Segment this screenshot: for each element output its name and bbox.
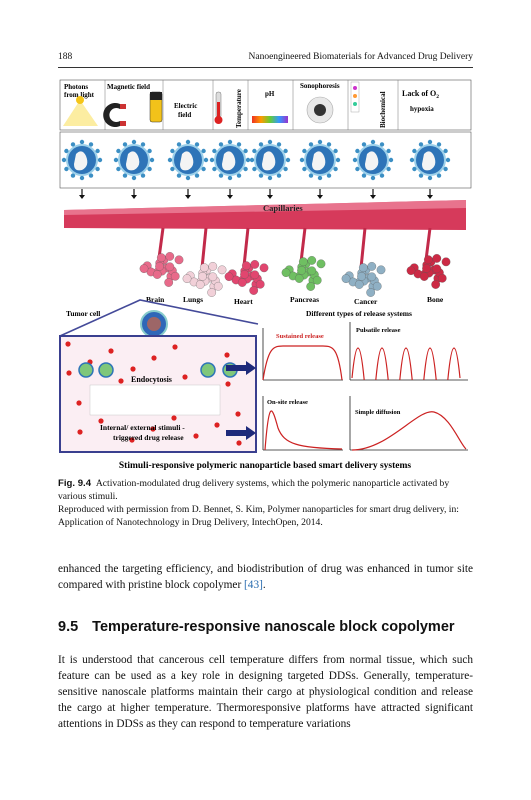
stimulus-electric-label-2: field xyxy=(178,111,191,119)
caption-main: Fig. 9.4 Activation-modulated drug deliv… xyxy=(58,477,473,503)
capillaries-label: Capillaries xyxy=(263,203,303,213)
tissue-cluster xyxy=(224,227,269,295)
stimulus-biochemical-label: Biochemical xyxy=(379,91,387,128)
drug-molecule xyxy=(151,355,157,361)
release-sustained-label: Sustained release xyxy=(276,333,324,340)
tissue-cluster xyxy=(406,227,451,289)
ph-scale-icon xyxy=(252,116,288,123)
nanoparticle-icon xyxy=(249,139,291,181)
arrow-icon xyxy=(226,361,256,375)
drug-molecule xyxy=(235,411,241,417)
stimuli-row: Photons from light Magnetic field Electr… xyxy=(63,80,439,130)
capillary: Capillaries xyxy=(64,200,466,230)
drug-molecule xyxy=(224,352,230,358)
nanoparticle-icon xyxy=(167,139,209,181)
nanoparticle-icon xyxy=(409,139,451,181)
running-title: Nanoengineered Biomaterials for Advanced… xyxy=(248,52,474,62)
release-title: Different types of release systems xyxy=(306,309,412,318)
page-number: 188 xyxy=(58,52,73,62)
magnet-icon xyxy=(103,103,120,127)
drug-molecule xyxy=(77,429,83,435)
tissue-cluster xyxy=(182,227,227,297)
stimulus-hypoxia-label: Lack of O2 xyxy=(402,89,439,100)
curve-onsite xyxy=(264,410,343,451)
paragraph-1: enhanced the targeting efficiency, and b… xyxy=(58,563,473,591)
drug-molecule xyxy=(65,341,71,347)
organ-label-pancreas: Pancreas xyxy=(290,295,319,304)
header-rule xyxy=(58,67,473,68)
organ-labels: Brain Lungs Heart Pancreas Cancer Bone xyxy=(146,295,444,306)
drug-molecule xyxy=(118,378,124,384)
caption-credit: Reproduced with permission from D. Benne… xyxy=(58,504,459,528)
nanoparticle-icon xyxy=(61,139,103,181)
curve-sustained xyxy=(262,345,343,381)
down-arrows xyxy=(79,189,433,199)
nanoparticle-row xyxy=(61,139,451,181)
figure-caption: Fig. 9.4 Activation-modulated drug deliv… xyxy=(58,477,473,529)
organ-label-brain: Brain xyxy=(146,295,165,304)
stimulus-ph-label: pH xyxy=(265,90,275,98)
internal-stimuli-label: Internal/ external stimuli - xyxy=(100,423,185,432)
release-onsite-label: On-site release xyxy=(267,399,308,406)
arrow-icon xyxy=(226,426,256,440)
figure-9-4: Photons from light Magnetic field Electr… xyxy=(59,79,472,471)
section-heading: 9.5 Temperature-responsive nanoscale bloc… xyxy=(58,619,473,635)
stimulus-hypoxia-sub: hypoxia xyxy=(410,105,434,113)
tissue-cluster xyxy=(139,227,184,287)
paragraph-1-text: enhanced the targeting efficiency, and b… xyxy=(58,563,473,591)
caption-text: Activation-modulated drug delivery syste… xyxy=(58,478,450,502)
nanoparticle-icon xyxy=(209,139,251,181)
section-number: 9.5 xyxy=(58,619,79,635)
endosome xyxy=(78,362,94,378)
stimulus-photons-label-2: from light xyxy=(64,91,95,99)
stimulus-sonophoresis-label: Sonophoresis xyxy=(300,82,340,90)
drug-molecule xyxy=(130,366,136,372)
curve-pulsatile xyxy=(351,347,461,380)
paragraph-2: It is understood that cancerous cell tem… xyxy=(58,654,473,730)
drug-molecule xyxy=(236,440,242,446)
drug-molecule xyxy=(150,426,156,432)
curve-diffusion xyxy=(351,411,467,451)
citation-link[interactable]: [43] xyxy=(244,579,263,591)
stimulus-photons-label: Photons xyxy=(64,83,88,91)
release-pulsatile-label: Pulsatile release xyxy=(356,327,401,334)
stimulus-electric-label: Electric xyxy=(174,102,197,110)
organ-clusters xyxy=(139,227,451,297)
drug-molecule xyxy=(66,370,72,376)
drug-molecule xyxy=(214,422,220,428)
nanoparticle-icon xyxy=(352,139,394,181)
lightbulb-icon xyxy=(76,96,84,104)
stimulus-hypoxia-label-text: Lack of O xyxy=(402,89,436,98)
drug-molecule xyxy=(225,381,231,387)
figure-bottom-title: Stimuli-responsive polymeric nanoparticl… xyxy=(119,461,411,471)
section-title: Temperature-responsive nanoscale block c… xyxy=(92,619,455,635)
drug-molecule xyxy=(108,348,114,354)
drug-molecule xyxy=(76,400,82,406)
tissue-cluster xyxy=(281,227,326,291)
drug-molecule xyxy=(182,374,188,380)
release-panels: Sustained release Pulsatile release On-s… xyxy=(262,322,468,451)
nanoparticle-icon xyxy=(299,139,341,181)
drug-molecule xyxy=(129,437,135,443)
ros-reaction-panel xyxy=(89,384,221,416)
organ-label-heart: Heart xyxy=(234,297,253,306)
endosome xyxy=(98,362,114,378)
endosome xyxy=(200,362,216,378)
stimulus-temperature-label: Temperature xyxy=(235,89,243,128)
caption-label: Fig. 9.4 xyxy=(58,478,92,489)
endocytosis-label: Endocytosis xyxy=(131,375,172,384)
organ-label-bone: Bone xyxy=(427,295,444,304)
drug-molecule xyxy=(172,344,178,350)
nanoparticle-icon xyxy=(113,139,155,181)
drug-molecule xyxy=(171,415,177,421)
drug-molecule xyxy=(98,418,104,424)
tumor-cell-label: Tumor cell xyxy=(66,309,100,318)
organ-label-lungs: Lungs xyxy=(183,295,203,304)
stimulus-magnetic-label: Magnetic field xyxy=(107,83,150,91)
tissue-cluster xyxy=(341,227,386,297)
release-diffusion-label: Simple diffusion xyxy=(355,409,401,416)
organ-label-cancer: Cancer xyxy=(354,297,378,306)
drug-molecule xyxy=(193,433,199,439)
internal-stimuli-label-2: triggered drug release xyxy=(113,433,184,442)
